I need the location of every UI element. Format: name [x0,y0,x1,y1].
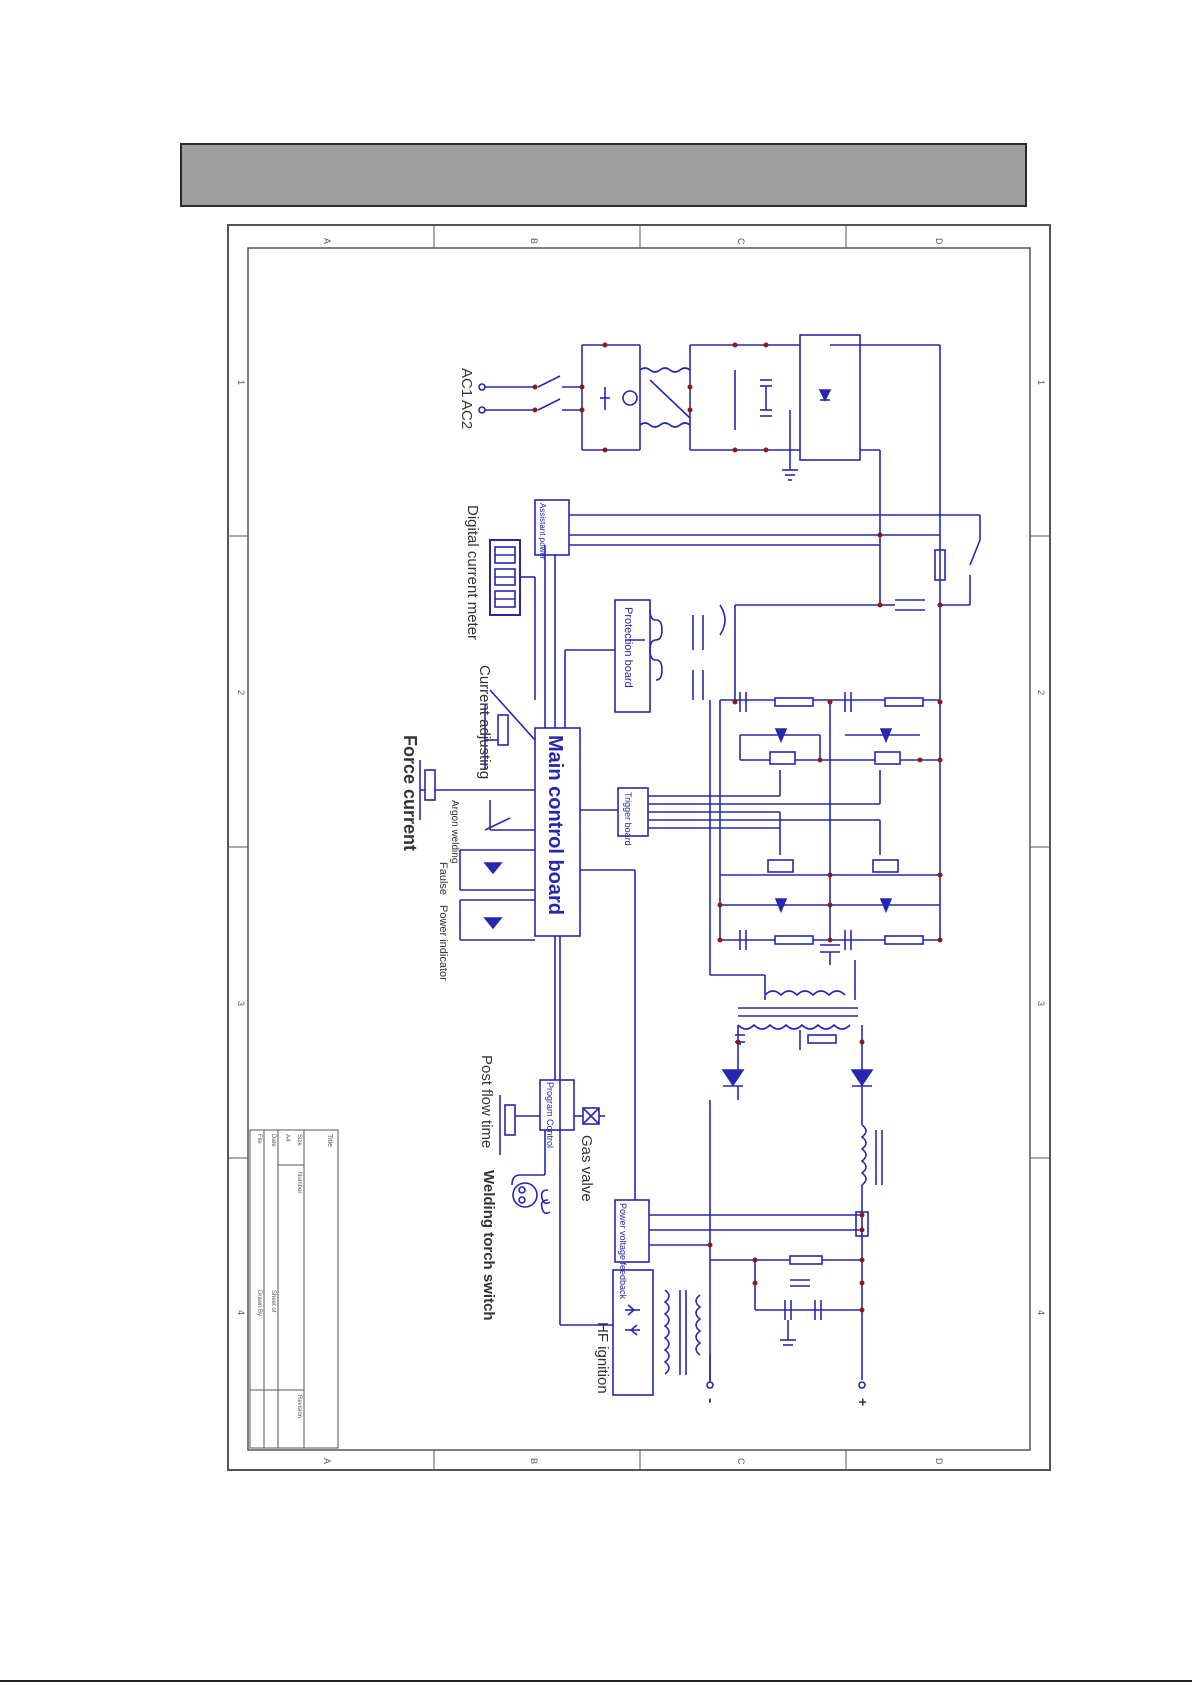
circuit-wiring [419,334,981,1396]
power-indicator-label: Power indicator [437,905,449,981]
force-current-label: Force current [400,735,420,851]
title-block: Title Size Number Revision A4 Date File … [249,1129,339,1449]
ac1-label: AC1 [458,368,475,397]
ac2-label: AC2 [458,400,475,429]
assistant-power-label: Assistant power [538,503,547,560]
zone-1-right: 1 [1036,380,1046,385]
zone-a-bottom: A [322,1458,332,1464]
digital-meter-display [489,539,521,616]
junction-dots [532,342,943,1313]
current-adjusting-label: Current adjusting [476,665,493,779]
zone-4-left: 4 [236,1310,246,1315]
zone-b-top: B [529,238,539,244]
zone-b-bottom: B [529,1458,539,1464]
zone-c-top: C [736,238,746,245]
footer-rule [0,1680,1192,1682]
output-plus-label: + [855,1398,871,1406]
title-block-size: Size [296,1134,302,1146]
zone-d-top: D [934,238,944,245]
title-block-file: File [256,1134,262,1144]
output-minus-label: - [702,1398,719,1403]
digital-meter-label: Digital current meter [464,505,481,640]
header-bar [180,143,1027,207]
zone-4-right: 4 [1036,1310,1046,1315]
title-block-number: Number [296,1172,302,1193]
zone-2-left: 2 [236,690,246,695]
power-voltage-feedback-label: Power voltage feedback [618,1203,628,1300]
title-block-a4: A4 [284,1134,290,1142]
title-block-sheet: Sheet of [270,1290,276,1313]
zone-3-left: 3 [236,1001,246,1006]
zone-2-right: 2 [1036,690,1046,695]
title-block-revision: Revision [296,1395,302,1418]
argon-welding-label: Argon welding [449,800,460,863]
title-block-drawn-by: Drawn By [256,1290,262,1316]
title-block-title: Title [326,1134,333,1147]
trigger-board-label: Trigger board [623,792,633,846]
zone-1-left: 1 [236,380,246,385]
drawing-frame: A B C D A B C D 1 2 3 4 1 2 3 4 [227,224,1051,1471]
zone-c-bottom: C [736,1458,746,1465]
welding-torch-switch-label: Welding torch switch [480,1170,497,1321]
post-flow-time-label: Post flow time [478,1055,495,1148]
zone-a-top: A [322,238,332,244]
main-control-board-label: Main control board [544,735,566,915]
zone-3-right: 3 [1036,1001,1046,1006]
gas-valve-label: Gas valve [578,1135,595,1202]
program-control-label: Program Control [545,1082,555,1148]
faults-label: Faulse [437,862,449,895]
protection-board-label: Protection board [622,607,634,688]
title-block-date: Date [270,1134,276,1147]
zone-d-bottom: D [934,1458,944,1465]
hf-ignition-label: HF ignition [594,1322,611,1394]
